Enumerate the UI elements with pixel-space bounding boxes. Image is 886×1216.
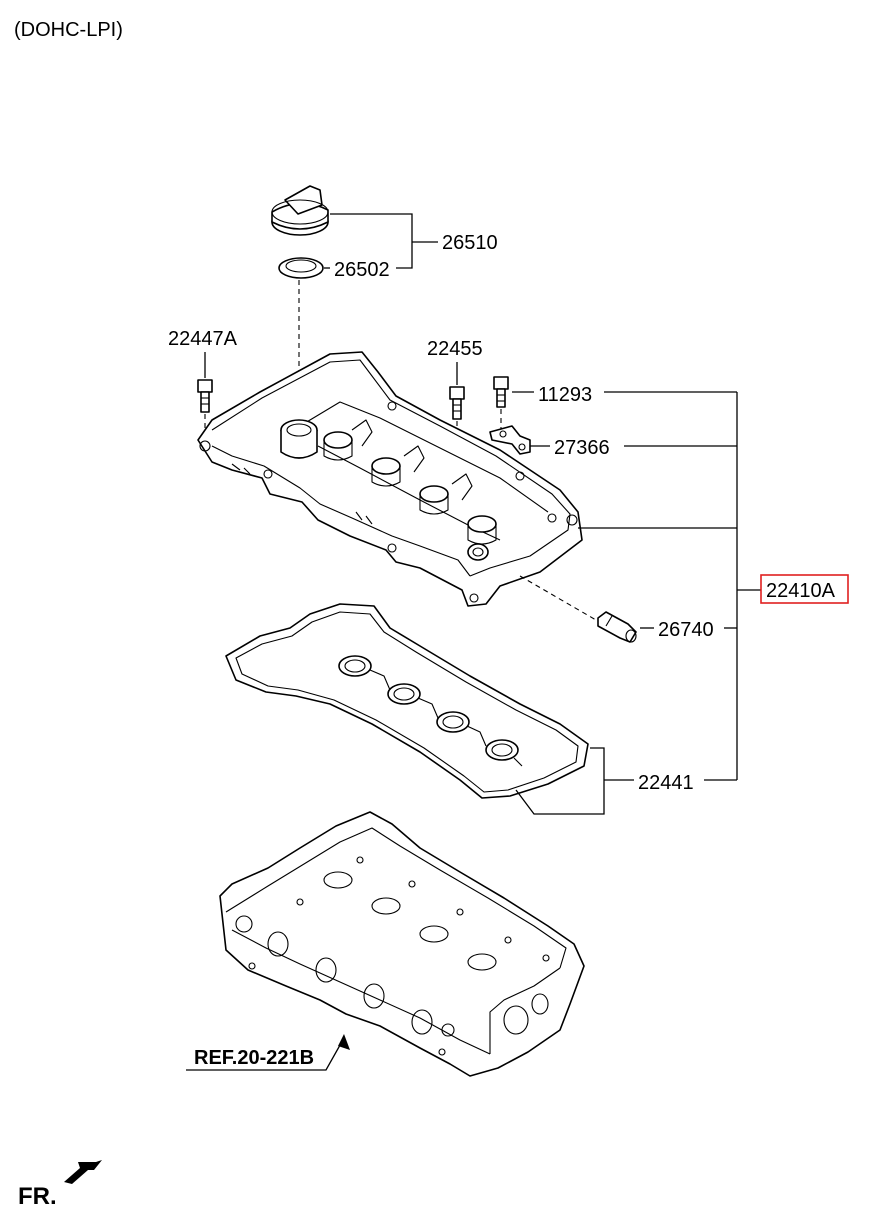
- reference-label[interactable]: REF.20-221B: [194, 1047, 314, 1069]
- diagram-variant-title: (DOHC-LPI): [14, 19, 123, 41]
- filler-cap-gasket-part[interactable]: [278, 257, 324, 279]
- front-arrow-icon: [64, 1160, 102, 1184]
- bolt-22447A-part[interactable]: [197, 379, 213, 413]
- bolt-11293-part[interactable]: [493, 376, 509, 408]
- front-direction-label: FR.: [18, 1183, 57, 1210]
- callout-26740: 26740: [658, 619, 714, 641]
- callout-27366: 27366: [554, 437, 610, 459]
- callout-22455: 22455: [427, 338, 483, 360]
- rocker-cover-gasket-part[interactable]: [225, 603, 589, 799]
- callout-22441: 22441: [638, 772, 694, 794]
- callout-22447A: 22447A: [168, 328, 238, 350]
- cylinder-head-reference[interactable]: [219, 811, 585, 1077]
- bolt-22455-part[interactable]: [449, 386, 465, 420]
- oil-filler-cap-part[interactable]: [271, 185, 329, 236]
- callout-26502: 26502: [334, 259, 390, 281]
- callout-11293: 11293: [538, 384, 592, 406]
- rocker-cover-part[interactable]: [197, 351, 583, 607]
- callout-26510: 26510: [442, 232, 498, 254]
- bracket-27366-part[interactable]: [489, 425, 531, 455]
- sensor-26740-part[interactable]: [597, 611, 637, 643]
- highlight-box-22410A: [760, 574, 849, 604]
- callout-22410A[interactable]: 22410A: [766, 580, 836, 602]
